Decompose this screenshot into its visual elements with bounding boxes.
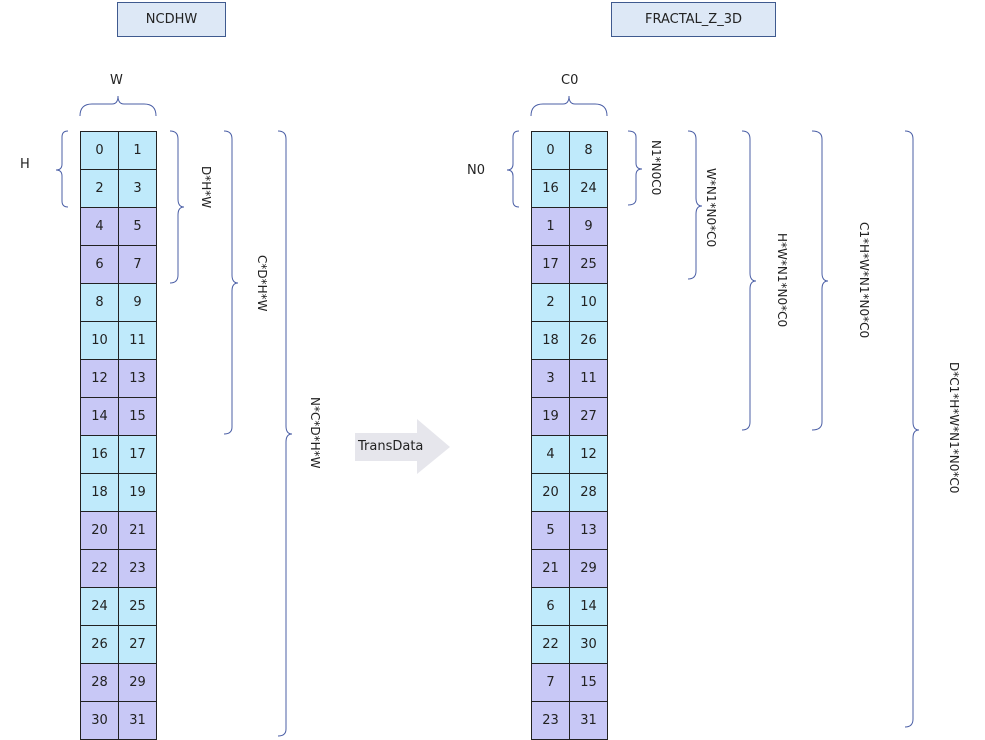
fractal-cell: 15 (570, 664, 608, 702)
right-wn1n0c0-brace (687, 130, 703, 280)
ncdhw-cell: 21 (119, 512, 157, 550)
fractal-cell: 5 (532, 512, 570, 550)
ncdhw-cell: 28 (81, 664, 119, 702)
left-width-label: W (110, 73, 123, 88)
ncdhw-cell: 0 (81, 132, 119, 170)
ncdhw-cell: 25 (119, 588, 157, 626)
ncdhw-cell: 7 (119, 246, 157, 284)
fractal-cell: 16 (532, 170, 570, 208)
left-ncdhw-label: N*C*D*H*W (308, 397, 322, 469)
ncdhw-cell: 9 (119, 284, 157, 322)
ncdhw-cell: 20 (81, 512, 119, 550)
right-width-label: C0 (561, 73, 579, 88)
fractal-cell: 0 (532, 132, 570, 170)
transdata-arrow-icon (355, 419, 450, 474)
fractal-cell: 21 (532, 550, 570, 588)
ncdhw-cell: 17 (119, 436, 157, 474)
right-height-label: N0 (467, 163, 485, 178)
ncdhw-cell: 31 (119, 702, 157, 740)
ncdhw-cell: 3 (119, 170, 157, 208)
fractal-cell: 12 (570, 436, 608, 474)
right-wn1n0c0-label: W*N1*N0*C0 (704, 168, 718, 248)
ncdhw-cell: 18 (81, 474, 119, 512)
right-full-brace (904, 130, 920, 728)
left-dhw-label: D*H*W (199, 166, 213, 209)
right-c1hwn1n0c0-brace (811, 130, 829, 431)
right-hwn1n0c0-brace (741, 130, 757, 431)
ncdhw-cell: 1 (119, 132, 157, 170)
left-cdhw-brace (223, 130, 239, 435)
fractal-cell: 1 (532, 208, 570, 246)
left-ncdhw-brace (277, 130, 293, 737)
fractal-cell: 11 (570, 360, 608, 398)
right-full-label: D*C1*H*W*N1*N0*C0 (947, 362, 961, 494)
ncdhw-cell: 26 (81, 626, 119, 664)
ncdhw-cell: 10 (81, 322, 119, 360)
fractal-cell: 13 (570, 512, 608, 550)
ncdhw-cell: 23 (119, 550, 157, 588)
ncdhw-cell: 12 (81, 360, 119, 398)
fractal-cell: 19 (532, 398, 570, 436)
fractal-cell: 25 (570, 246, 608, 284)
left-height-label: H (20, 157, 30, 172)
ncdhw-cell: 6 (81, 246, 119, 284)
fractal-cell: 23 (532, 702, 570, 740)
right-c1hwn1n0c0-label: C1*H*W*N1*N0*C0 (857, 222, 871, 339)
fractal-cell: 24 (570, 170, 608, 208)
left-cdhw-label: C*D*H*W (255, 255, 269, 312)
fractal-cell: 3 (532, 360, 570, 398)
ncdhw-cell: 15 (119, 398, 157, 436)
fractal-cell: 7 (532, 664, 570, 702)
ncdhw-cell: 16 (81, 436, 119, 474)
fractal-cell: 26 (570, 322, 608, 360)
right-n1n0c0-label: N1*N0C0 (649, 140, 663, 196)
fractal-cell: 28 (570, 474, 608, 512)
fractal-cell: 18 (532, 322, 570, 360)
fractal-cell: 14 (570, 588, 608, 626)
fractal-cell: 27 (570, 398, 608, 436)
fractal-cell: 10 (570, 284, 608, 322)
left-height-brace (55, 130, 69, 208)
fractal-z-3d-header: FRACTAL_Z_3D (611, 2, 776, 37)
fractal-cell: 30 (570, 626, 608, 664)
ncdhw-cell: 2 (81, 170, 119, 208)
fractal-cell: 20 (532, 474, 570, 512)
fractal-cell: 22 (532, 626, 570, 664)
fractal-cell: 17 (532, 246, 570, 284)
fractal-cell: 29 (570, 550, 608, 588)
ncdhw-cell: 8 (81, 284, 119, 322)
transdata-label: TransData (358, 439, 424, 454)
ncdhw-cell: 13 (119, 360, 157, 398)
ncdhw-cell: 5 (119, 208, 157, 246)
ncdhw-cell: 24 (81, 588, 119, 626)
right-c0-brace (530, 95, 608, 117)
fractal-cell: 2 (532, 284, 570, 322)
ncdhw-cell: 4 (81, 208, 119, 246)
right-hwn1n0c0-label: H*W*N1*N0*C0 (775, 233, 789, 328)
ncdhw-cell: 11 (119, 322, 157, 360)
ncdhw-cell: 14 (81, 398, 119, 436)
right-n0-brace (506, 130, 520, 208)
ncdhw-cell: 29 (119, 664, 157, 702)
fractal-cell: 9 (570, 208, 608, 246)
left-dhw-brace (169, 130, 185, 284)
fractal-cell: 4 (532, 436, 570, 474)
fractal-cell: 31 (570, 702, 608, 740)
ncdhw-cell: 22 (81, 550, 119, 588)
ncdhw-cell: 27 (119, 626, 157, 664)
fractal-cell: 6 (532, 588, 570, 626)
left-width-brace (79, 95, 157, 117)
ncdhw-cell: 19 (119, 474, 157, 512)
right-n1n0c0-brace (627, 130, 643, 206)
fractal-cell: 8 (570, 132, 608, 170)
ncdhw-header: NCDHW (117, 2, 226, 37)
